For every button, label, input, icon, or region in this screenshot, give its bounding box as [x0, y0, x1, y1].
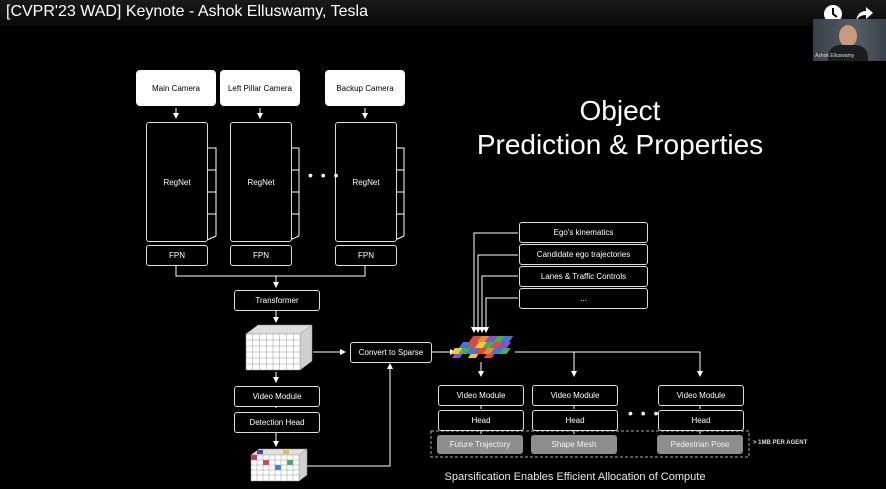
slide-caption: Sparsification Enables Efficient Allocat… [444, 471, 706, 483]
output-pedestrian-pose: Pedestrian Pose [657, 435, 743, 454]
agent-head-3: Head [658, 410, 744, 431]
agent-video-module-2: Video Module [532, 385, 618, 406]
left-pillar-camera-box: Left Pillar Camera [220, 70, 300, 106]
regnet-backbone-main: RegNet [146, 122, 208, 242]
agent-video-module-3: Video Module [658, 385, 744, 406]
fpn-pillar: FPN [230, 245, 292, 266]
agent-video-module-1: Video Module [438, 385, 524, 406]
regnet-backbone-backup: RegNet [335, 122, 397, 242]
webcam-caption: Ashok Elluswamy [815, 53, 855, 59]
agent-outputs-frame [430, 430, 750, 458]
sparse-detection-grid [250, 448, 308, 482]
backup-camera-box: Backup Camera [325, 70, 405, 106]
convert-to-sparse-box: Convert to Sparse [350, 342, 432, 363]
head-ellipsis: • • • [628, 405, 661, 421]
context-ego-kinematics: Ego's kinematics [519, 222, 648, 243]
agent-head-2: Head [532, 410, 618, 431]
share-arrow-icon[interactable] [854, 4, 874, 24]
slide-heading: Object Prediction & Properties [455, 94, 785, 162]
main-camera-box: Main Camera [136, 70, 216, 106]
heading-line-1: Object [579, 95, 661, 126]
output-future-trajectory: Future Trajectory [437, 435, 523, 454]
video-title-bar: [CVPR'23 WAD] Keynote - Ashok Elluswamy,… [0, 0, 886, 26]
transformer-box: Transformer [234, 290, 320, 311]
agent-head-1: Head [438, 410, 524, 431]
camera-ellipsis: • • • [308, 167, 341, 183]
sparse-token-tensor [450, 336, 514, 358]
regnet-backbone-pillar: RegNet [230, 122, 292, 242]
dense-feature-grid [245, 324, 313, 371]
fpn-main: FPN [146, 245, 208, 266]
context-candidate-trajectories: Candidate ego trajectories [519, 244, 648, 265]
detection-head-box: Detection Head [234, 412, 320, 433]
context-more: ... [519, 288, 648, 309]
video-title[interactable]: [CVPR'23 WAD] Keynote - Ashok Elluswamy,… [6, 3, 369, 20]
memory-per-agent-note: > 1MB PER AGENT [753, 440, 808, 446]
fpn-backup: FPN [335, 245, 397, 266]
clock-icon[interactable] [823, 4, 843, 24]
output-shape-mesh: Shape Mesh [531, 435, 617, 454]
context-lanes-traffic: Lanes & Traffic Controls [519, 266, 648, 287]
video-module-box: Video Module [234, 386, 320, 407]
heading-line-2: Prediction & Properties [476, 129, 764, 160]
speaker-webcam-thumbnail: Ashok Elluswamy [813, 19, 886, 61]
